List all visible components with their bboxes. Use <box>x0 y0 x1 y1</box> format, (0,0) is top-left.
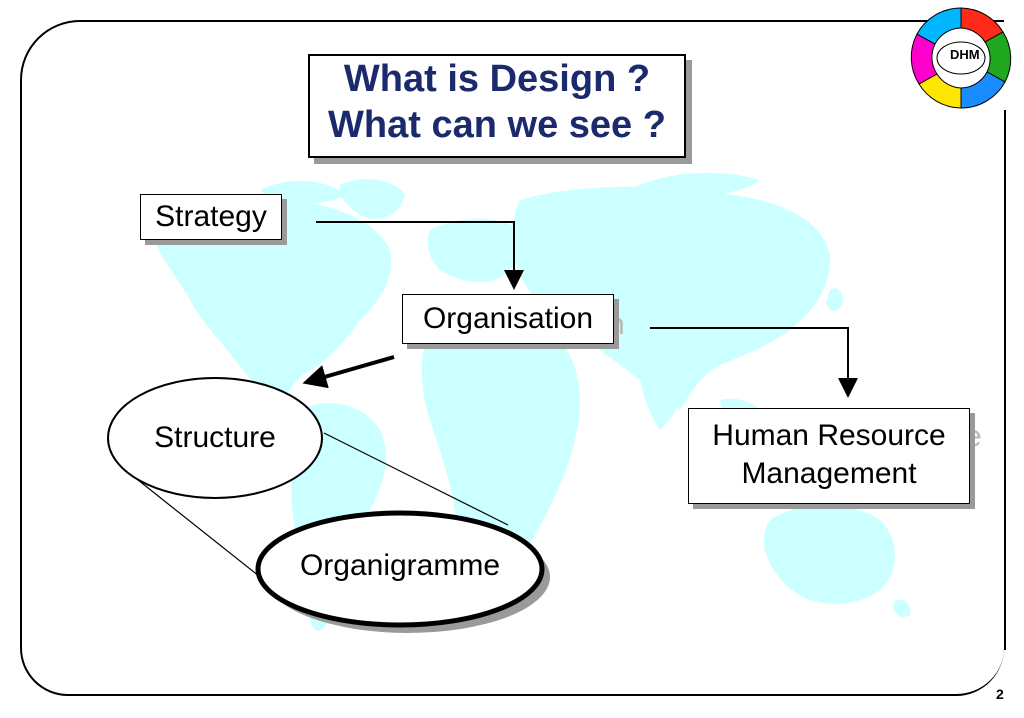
structure-label: Structure <box>154 421 276 454</box>
slide-frame-right-edge <box>998 110 1006 650</box>
title-line-2: What can we see ? <box>328 104 666 146</box>
page-number: 2 <box>996 686 1004 702</box>
organigramme-label: Organigramme <box>299 549 501 582</box>
connector-organisation-structure <box>302 355 395 389</box>
logo-ring <box>910 7 1012 109</box>
zoom-line-bottom <box>137 479 275 589</box>
slide-frame <box>20 20 1004 696</box>
zoom-line-top <box>323 432 509 526</box>
dhm-logo-icon <box>910 7 1012 109</box>
title-line-1: What is Design ? <box>343 58 651 100</box>
title-box: What is Design ? What can we see ? <box>308 54 686 158</box>
connector-organisation-hrm <box>650 327 858 398</box>
organigramme-ellipse <box>255 510 545 628</box>
strategy-node: Strategy <box>140 194 282 240</box>
connector-strategy-organisation <box>316 221 524 290</box>
organisation-node: Organisation <box>402 294 614 344</box>
logo-text: DHM <box>950 47 980 62</box>
structure-ellipse <box>107 377 323 499</box>
hrm-node: Human Resource Management <box>688 408 970 504</box>
hrm-line-2: Management <box>741 457 917 490</box>
hrm-line-1: Human Resource <box>712 419 946 452</box>
